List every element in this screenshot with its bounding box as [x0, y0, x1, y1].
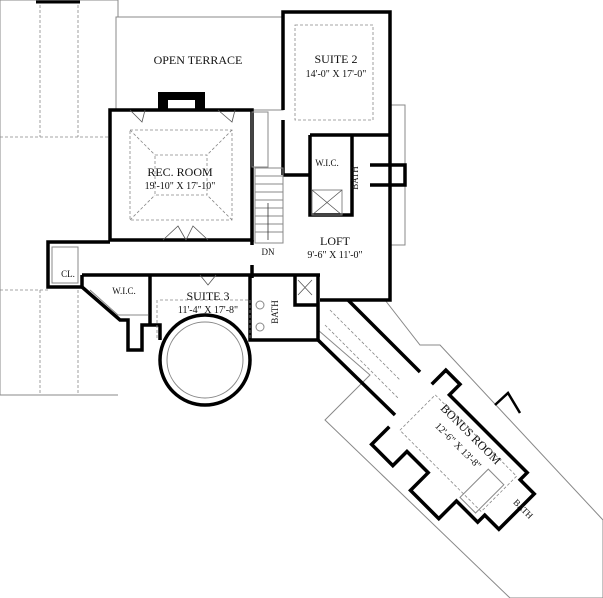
bonus-room-walls	[369, 367, 537, 532]
suite3-label: SUITE 3	[187, 289, 230, 303]
stair-down-label: DN	[262, 247, 275, 257]
rec-room-label: REC. ROOM	[147, 165, 213, 179]
open-terrace-label: OPEN TERRACE	[154, 53, 243, 67]
fireplace	[158, 92, 205, 110]
suite3-wic-label: W.I.C.	[112, 286, 135, 296]
suite2-wic-label: W.I.C.	[315, 158, 338, 168]
closet-label: CL.	[61, 269, 75, 279]
rec-room-walls	[108, 108, 254, 242]
suite2-walls	[281, 10, 392, 302]
suite3-turret	[158, 313, 252, 407]
rec-room-size: 19'-10" X 17'-10"	[145, 181, 216, 192]
bonus-bath-label: BATH	[511, 497, 535, 521]
suite2-bath-label: BATH	[350, 166, 360, 190]
loft-size: 9'-6" X 11'-0"	[307, 250, 362, 261]
suite3-size: 11'-4" X 17'-8"	[178, 305, 238, 316]
loft-label: LOFT	[320, 234, 351, 248]
suite2-label: SUITE 2	[315, 52, 358, 66]
staircase	[251, 111, 284, 244]
suite2-size: 14'-0" X 17'-0"	[306, 69, 367, 80]
suite3-bath-label: BATH	[270, 300, 280, 324]
